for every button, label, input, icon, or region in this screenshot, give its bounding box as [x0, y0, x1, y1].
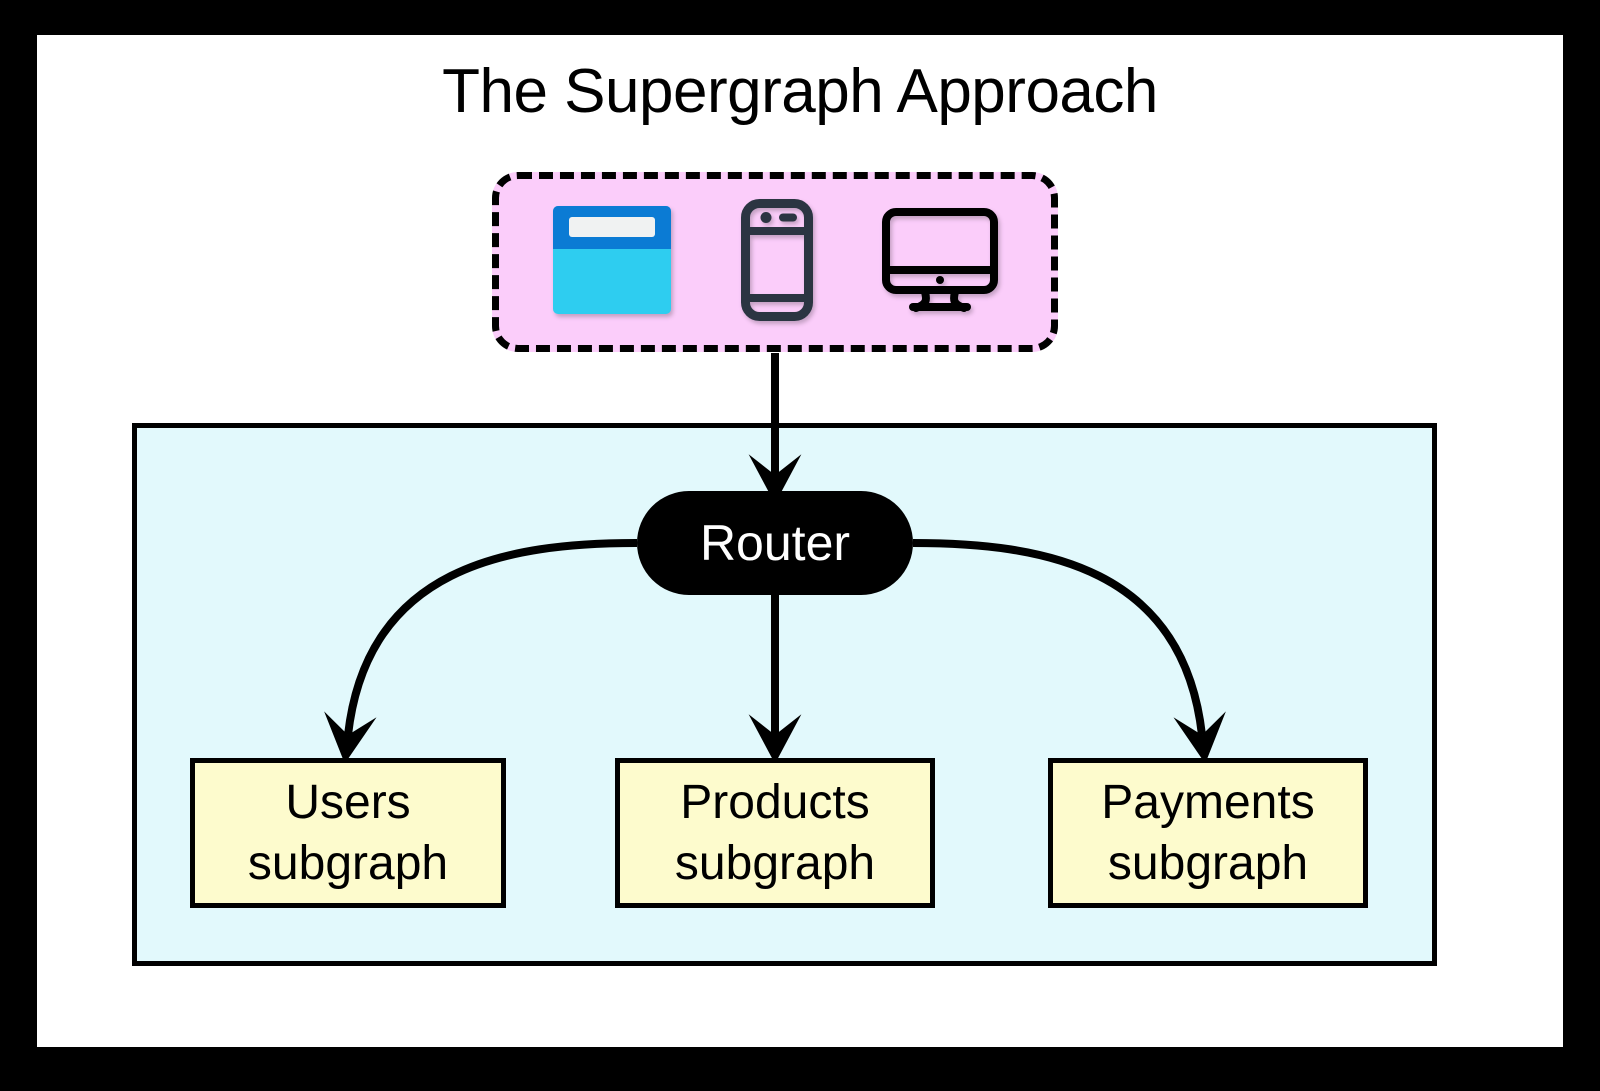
page-title: The Supergraph Approach: [442, 57, 1158, 126]
router-label: Router: [699, 515, 851, 571]
subgraph-users-line2: subgraph: [247, 837, 449, 890]
mobile-phone-icon: [741, 198, 813, 326]
clients-group: [492, 172, 1058, 352]
subgraph-products[interactable]: Products subgraph: [615, 758, 935, 908]
subgraph-payments[interactable]: Payments subgraph: [1048, 758, 1368, 908]
subgraph-products-line2: subgraph: [674, 837, 876, 890]
subgraph-users-line1: Users: [285, 775, 411, 829]
subgraph-products-line1: Products: [680, 775, 870, 829]
subgraph-users[interactable]: Users subgraph: [190, 758, 506, 908]
figure-canvas: The Supergraph Approach: [37, 35, 1563, 1047]
browser-window-icon: [551, 204, 673, 321]
subgraph-payments-line1: Payments: [1101, 775, 1315, 829]
router-node[interactable]: Router: [637, 491, 913, 595]
subgraph-payments-line2: subgraph: [1107, 837, 1309, 890]
desktop-monitor-icon: [881, 207, 999, 317]
